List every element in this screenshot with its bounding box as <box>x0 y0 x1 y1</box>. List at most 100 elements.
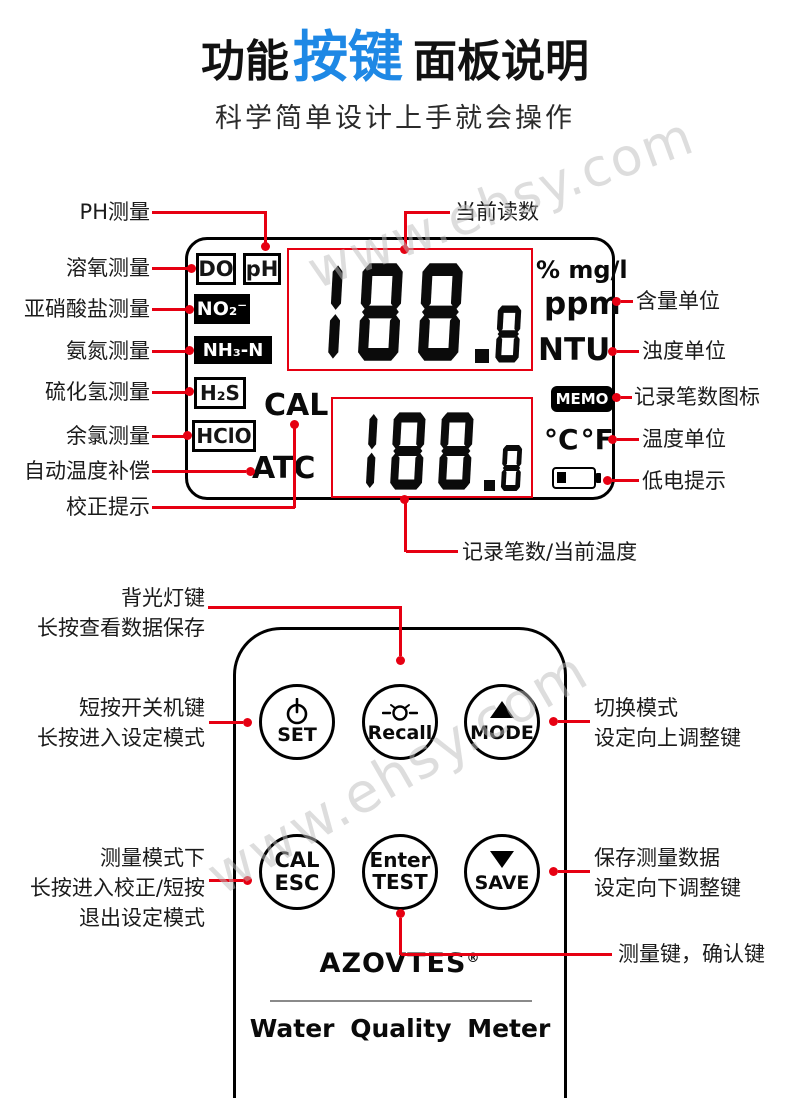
lcd-unit-percent-mgl: % mg/l <box>536 256 628 284</box>
lcd-sub-reading <box>336 403 528 493</box>
callout-no2-label: 亚硝酸盐测量 <box>24 297 150 321</box>
callout-save-label-1: 保存测量数据 <box>594 846 720 870</box>
callout-line <box>617 438 639 441</box>
lcd-ph-badge: pH <box>243 253 281 285</box>
down-triangle-icon <box>490 850 514 868</box>
callout-dot <box>243 876 252 885</box>
callout-dot <box>290 420 299 429</box>
callout-calesc-label-1: 测量模式下 <box>100 846 205 870</box>
mode-button-label: MODE <box>470 721 534 744</box>
callout-line <box>152 506 295 509</box>
callout-dot <box>185 387 194 396</box>
callout-dot <box>261 242 270 251</box>
callout-line <box>621 396 632 399</box>
title-pre: 功能 <box>200 36 289 87</box>
callout-cal-label: 校正提示 <box>66 495 150 519</box>
callout-dot <box>396 909 405 918</box>
title-accent: 按键 <box>292 25 403 89</box>
page-title: 功能按键面板说明 <box>0 12 790 92</box>
lcd-no2-badge: NO₂⁻ <box>194 294 250 324</box>
callout-dot <box>185 305 194 314</box>
callout-save-label-2: 设定向下调整键 <box>594 876 741 900</box>
callout-dot <box>243 718 252 727</box>
mode-button: MODE <box>464 684 540 760</box>
callout-dot <box>608 347 617 356</box>
callout-memo-label: 记录笔数图标 <box>634 385 760 409</box>
save-button-label: SAVE <box>474 871 530 894</box>
callout-dot <box>400 245 409 254</box>
callout-line <box>401 953 612 956</box>
callout-dot <box>396 656 405 665</box>
set-button-label: SET <box>277 724 317 747</box>
callout-line <box>293 428 296 508</box>
lcd-memo-badge: MEMO <box>551 386 613 412</box>
callout-line <box>399 606 402 656</box>
enter-test-button-label-2: TEST <box>372 870 428 894</box>
callout-line <box>399 918 402 955</box>
lcd-do-badge: DO <box>196 253 236 285</box>
callout-dot <box>400 495 409 504</box>
callout-line <box>208 606 401 609</box>
callout-ntu-label: 浊度单位 <box>642 339 726 363</box>
power-icon <box>286 698 308 725</box>
save-button: SAVE <box>464 834 540 910</box>
callout-backlight-label-1: 背光灯键 <box>121 586 205 610</box>
brand-divider <box>270 1000 532 1002</box>
page-subtitle: 科学简单设计上手就会操作 <box>215 103 575 134</box>
enter-test-button-label-1: Enter <box>369 848 431 873</box>
callout-unit-label: 含量单位 <box>636 289 720 313</box>
callout-backlight-label-2: 长按查看数据保存 <box>37 616 205 640</box>
callout-line <box>152 435 184 438</box>
lcd-h2s-badge: H₂S <box>194 377 246 409</box>
callout-line <box>558 720 590 723</box>
callout-line <box>152 350 186 353</box>
callout-line <box>152 470 246 473</box>
main-reading-highlight-box <box>287 248 533 371</box>
callout-line <box>404 503 407 552</box>
lcd-nh3n-badge: NH₃-N <box>194 336 272 364</box>
callout-dot <box>185 346 194 355</box>
callout-nh3n-label: 氨氮测量 <box>66 339 150 363</box>
callout-reading-label: 当前读数 <box>455 200 539 224</box>
battery-terminal <box>596 473 601 483</box>
lcd-main-reading <box>292 255 528 365</box>
callout-line <box>152 211 266 214</box>
callout-power-label-2: 长按进入设定模式 <box>37 726 205 750</box>
callout-line <box>617 350 639 353</box>
callout-line <box>209 879 243 882</box>
callout-hclo-label: 余氯测量 <box>66 424 150 448</box>
callout-line <box>264 211 267 243</box>
callout-line <box>406 550 458 553</box>
lcd-cal-indicator: CAL <box>264 388 329 423</box>
callout-line <box>406 211 450 214</box>
callout-mode-label-1: 切换模式 <box>594 696 678 720</box>
callout-line <box>152 391 186 394</box>
callout-calesc-label-3: 退出设定模式 <box>79 906 205 930</box>
callout-battery-label: 低电提示 <box>642 469 726 493</box>
sub-reading-highlight-box <box>331 397 533 498</box>
callout-power-label-1: 短按开关机键 <box>79 696 205 720</box>
callout-dot <box>183 431 192 440</box>
callout-dot <box>612 393 621 402</box>
callout-dot <box>187 264 196 273</box>
callout-line <box>612 479 639 482</box>
callout-ph-label: PH测量 <box>79 200 150 224</box>
cal-esc-button-label-1: CAL <box>274 848 320 873</box>
lcd-atc-indicator: ATC <box>252 451 316 486</box>
up-triangle-icon <box>490 700 514 718</box>
lcd-unit-celsius: °C <box>544 423 579 456</box>
callout-dot <box>608 435 617 444</box>
recall-button-label: Recall <box>367 721 433 744</box>
lcd-unit-temp: °C°F <box>544 423 614 456</box>
callout-dot <box>549 717 558 726</box>
callout-do-label: 溶氧测量 <box>66 256 150 280</box>
callout-memo-temp-label: 记录笔数/当前温度 <box>462 540 638 564</box>
backlight-icon <box>382 703 418 721</box>
battery-level-bar <box>557 472 566 483</box>
callout-dot <box>549 867 558 876</box>
lcd-unit-ppm: ppm <box>544 286 621 322</box>
callout-line <box>209 721 243 724</box>
enter-test-button: Enter TEST <box>362 834 438 910</box>
callout-dot <box>612 297 621 306</box>
